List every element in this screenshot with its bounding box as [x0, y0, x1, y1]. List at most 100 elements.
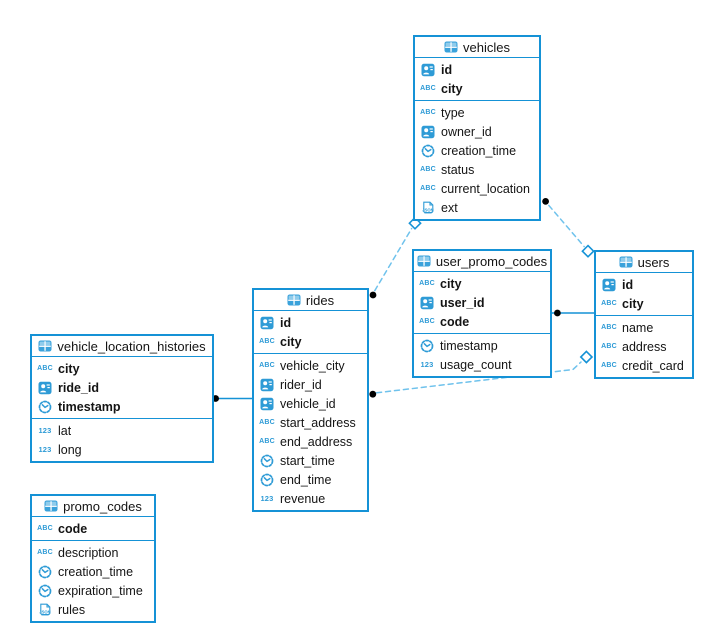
relation-users-vehicles[interactable]: [542, 198, 595, 258]
table-icon: [417, 255, 431, 267]
column-timestamp[interactable]: timestamp: [32, 397, 212, 416]
column-end_time[interactable]: end_time: [254, 470, 367, 489]
table-header[interactable]: vehicles: [415, 37, 539, 58]
column-start_address[interactable]: ABC start_address: [254, 413, 367, 432]
column-ride_id[interactable]: ride_id: [32, 378, 212, 397]
column-name: code: [440, 314, 470, 329]
text-type-icon: ABC: [259, 419, 275, 426]
column-timestamp[interactable]: timestamp: [414, 336, 550, 355]
column-ext[interactable]: JSON ext: [415, 198, 539, 217]
column-name: end_address: [280, 434, 353, 449]
column-name: status: [441, 162, 475, 177]
column-name: address: [622, 339, 667, 354]
column-name: city: [441, 81, 463, 96]
time-type-icon: [419, 143, 437, 158]
column-rider_id[interactable]: rider_id: [254, 375, 367, 394]
table-header[interactable]: users: [596, 252, 692, 273]
table-title: promo_codes: [63, 498, 142, 514]
text-type-icon: ABC: [259, 338, 275, 345]
text-type-icon: ABC: [601, 324, 617, 331]
column-vehicle_id[interactable]: vehicle_id: [254, 394, 367, 413]
time-type-icon: [418, 338, 436, 353]
column-user_id[interactable]: user_id: [414, 293, 550, 312]
column-name: ext: [441, 200, 458, 215]
column-name: creation_time: [441, 143, 517, 158]
column-name: user_id: [440, 295, 485, 310]
column-id[interactable]: id: [596, 275, 692, 294]
table-title: rides: [305, 292, 335, 308]
text-type-icon: ABC: [420, 85, 436, 92]
svg-text:JSON: JSON: [39, 609, 50, 614]
text-type-icon: ABC: [37, 549, 53, 556]
column-expiration_time[interactable]: expiration_time: [32, 581, 154, 600]
time-type-icon: [36, 583, 54, 598]
time-type-icon: [258, 472, 276, 487]
text-type-icon: ABC: [420, 185, 436, 192]
id-type-icon: [419, 62, 437, 77]
column-name: start_address: [280, 415, 356, 430]
relation-user_promo_codes-users[interactable]: [552, 309, 594, 317]
column-creation_time[interactable]: creation_time: [415, 141, 539, 160]
json-type-icon: JSON: [36, 602, 54, 617]
text-type-icon: ABC: [37, 525, 53, 532]
column-city[interactable]: ABC city: [32, 359, 212, 378]
column-name: city: [440, 276, 462, 291]
table-vehicle_location_histories[interactable]: vehicle_location_histories ABC city ride_i…: [30, 334, 214, 463]
column-creation_time[interactable]: creation_time: [32, 562, 154, 581]
column-city[interactable]: ABC city: [254, 332, 367, 351]
table-icon: [44, 500, 58, 512]
column-city[interactable]: ABC city: [415, 79, 539, 98]
table-header[interactable]: rides: [254, 290, 367, 311]
table-header[interactable]: promo_codes: [32, 496, 154, 517]
id-type-icon: [419, 124, 437, 139]
column-start_time[interactable]: start_time: [254, 451, 367, 470]
column-id[interactable]: id: [415, 60, 539, 79]
text-type-icon: ABC: [259, 362, 275, 369]
column-owner_id[interactable]: owner_id: [415, 122, 539, 141]
number-type-icon: 123: [38, 426, 52, 435]
table-icon: [444, 41, 458, 53]
id-type-icon: [418, 295, 436, 310]
column-name: city: [280, 334, 302, 349]
text-type-icon: ABC: [601, 300, 617, 307]
json-type-icon: JSON: [419, 200, 437, 215]
relation-vehicle_location_histories-rides[interactable]: [212, 395, 252, 402]
column-name: current_location: [441, 181, 530, 196]
column-name: vehicle_id: [280, 396, 336, 411]
column-current_location[interactable]: ABC current_location: [415, 179, 539, 198]
text-type-icon: ABC: [37, 365, 53, 372]
column-name: city: [58, 361, 80, 376]
column-id[interactable]: id: [254, 313, 367, 332]
table-header[interactable]: vehicle_location_histories: [32, 336, 212, 357]
table-header[interactable]: user_promo_codes: [414, 251, 550, 272]
